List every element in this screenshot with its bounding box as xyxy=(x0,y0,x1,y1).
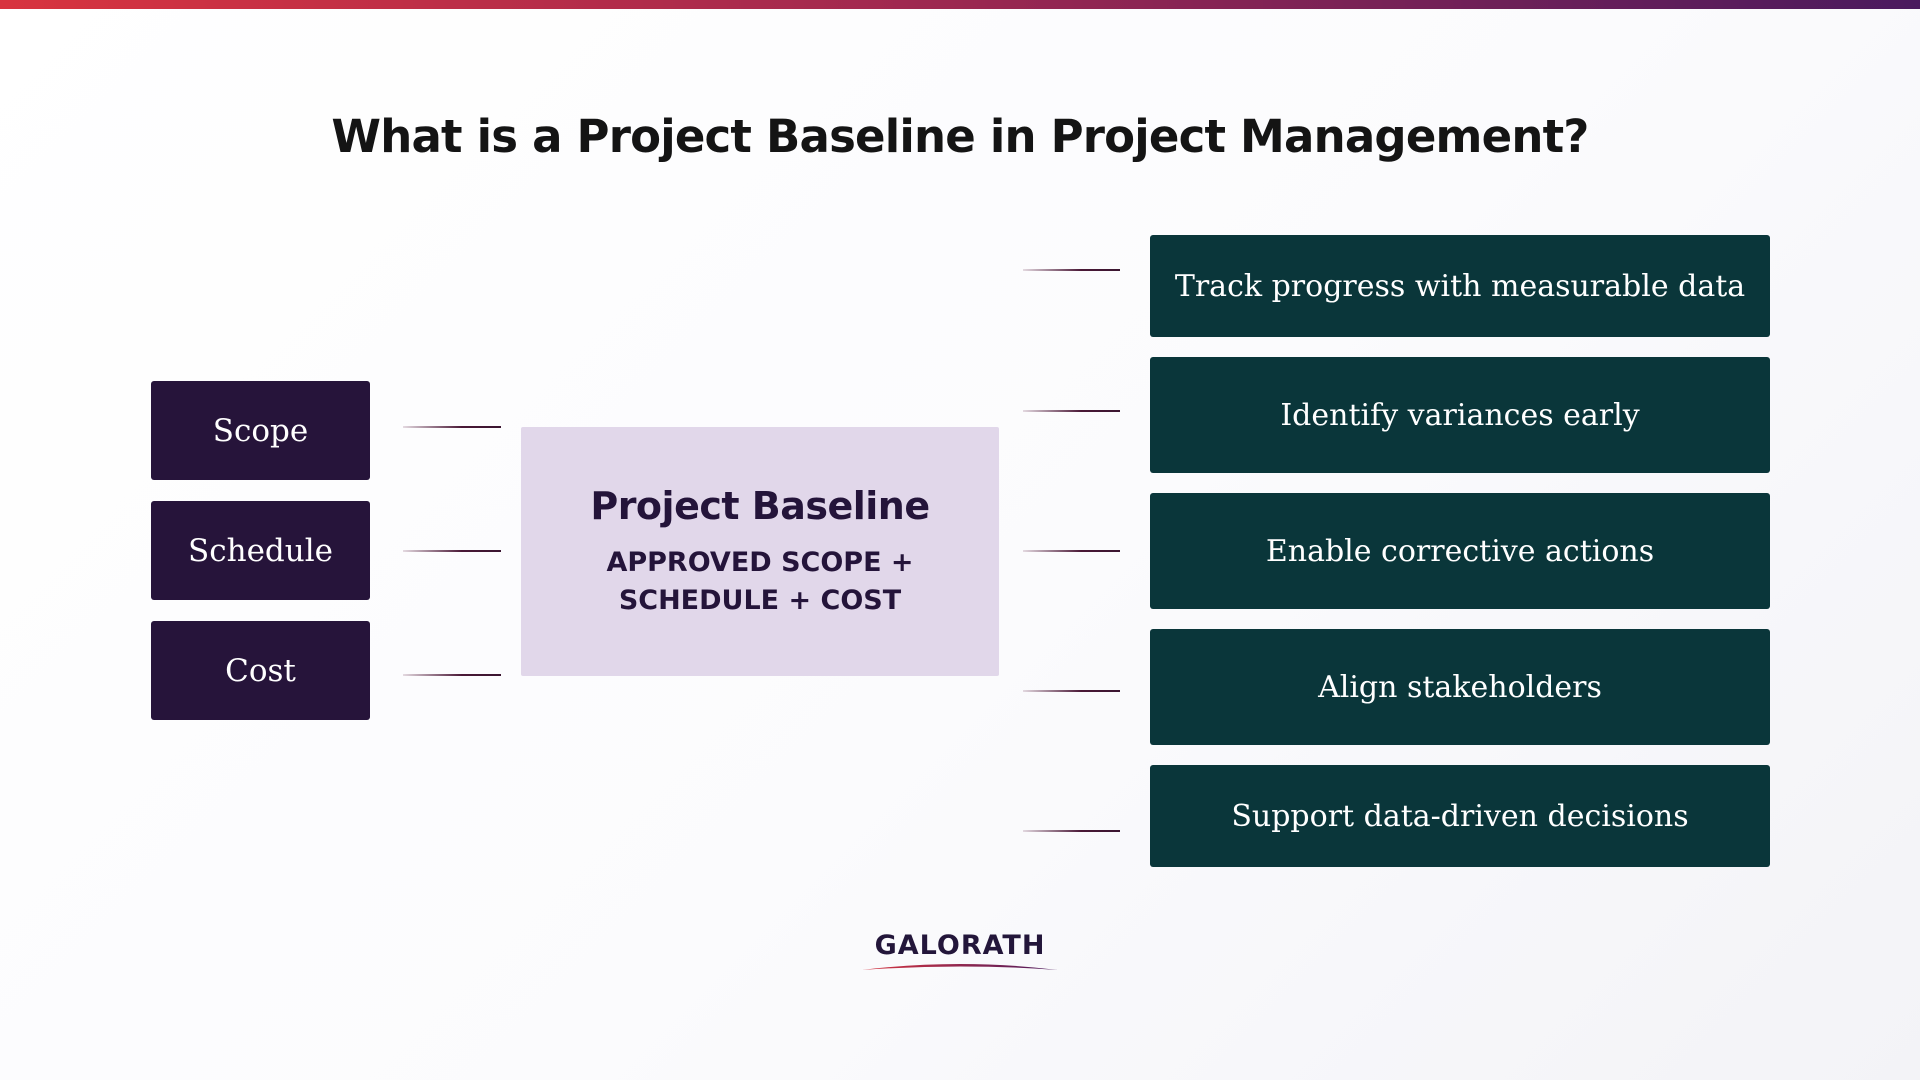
galorath-logo: GALORATH xyxy=(860,930,1060,974)
logo-swoosh-icon xyxy=(862,964,1058,970)
connector-line xyxy=(1023,830,1120,832)
output-box-corrective-actions: Enable corrective actions xyxy=(1150,493,1770,609)
input-label: Schedule xyxy=(188,532,333,569)
input-box-scope: Scope xyxy=(151,381,370,480)
connector-line xyxy=(1023,269,1120,271)
output-label: Support data-driven decisions xyxy=(1231,798,1689,834)
center-subtitle: APPROVED SCOPE + SCHEDULE + COST xyxy=(606,546,914,616)
input-box-cost: Cost xyxy=(151,621,370,720)
connector-line xyxy=(1023,550,1120,552)
output-label: Track progress with measurable data xyxy=(1174,268,1746,304)
project-baseline-box: Project Baseline APPROVED SCOPE + SCHEDU… xyxy=(521,427,999,676)
output-box-align-stakeholders: Align stakeholders xyxy=(1150,629,1770,745)
output-box-data-driven-decisions: Support data-driven decisions xyxy=(1150,765,1770,867)
input-label: Cost xyxy=(225,652,296,689)
output-box-track-progress: Track progress with measurable data xyxy=(1150,235,1770,337)
connector-line xyxy=(1023,410,1120,412)
connector-line xyxy=(1023,690,1120,692)
connector-line xyxy=(403,550,501,552)
connector-line xyxy=(403,674,501,676)
input-box-schedule: Schedule xyxy=(151,501,370,600)
output-label: Align stakeholders xyxy=(1318,669,1602,705)
center-title: Project Baseline xyxy=(590,483,930,528)
logo-text: GALORATH xyxy=(874,930,1046,961)
page-title: What is a Project Baseline in Project Ma… xyxy=(331,110,1589,163)
connector-line xyxy=(403,426,501,428)
output-label: Identify variances early xyxy=(1280,397,1640,433)
input-label: Scope xyxy=(212,412,309,449)
output-box-identify-variances: Identify variances early xyxy=(1150,357,1770,473)
output-label: Enable corrective actions xyxy=(1265,533,1655,569)
top-accent-bar xyxy=(0,0,1920,9)
